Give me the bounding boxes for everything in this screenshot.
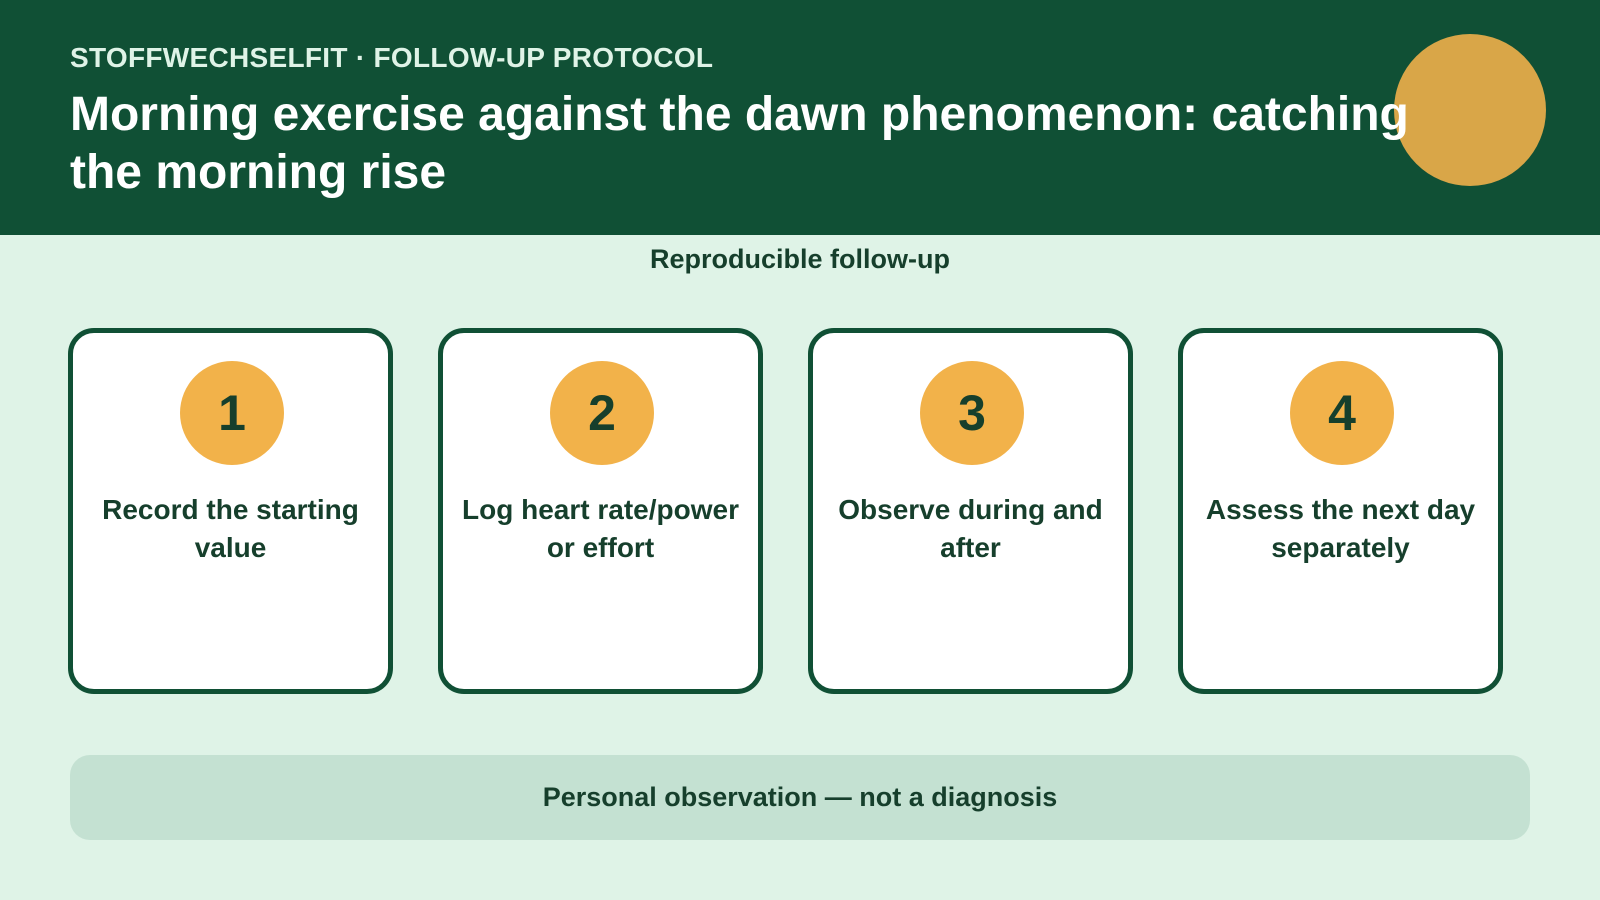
step-label: Observe during and after (838, 494, 1103, 563)
step-card-1: 1 Record the starting value (68, 328, 393, 694)
step-label: Record the starting value (102, 494, 359, 563)
step-number-badge: 4 (1290, 361, 1394, 465)
step-card-4: 4 Assess the next day separately (1178, 328, 1503, 694)
step-card-2: 2 Log heart rate/power or effort (438, 328, 763, 694)
page-title: Morning exercise against the dawn phenom… (70, 88, 1409, 199)
step-number-badge: 3 (920, 361, 1024, 465)
brand-kicker: STOFFWECHSELFIT · FOLLOW-UP PROTOCOL (70, 42, 714, 73)
step-label: Assess the next day separately (1205, 494, 1476, 563)
sun-circle-icon (1394, 34, 1546, 186)
step-card-3: 3 Observe during and after (808, 328, 1133, 694)
section-title: Reproducible follow-up (650, 244, 950, 274)
steps-flow: 1 Record the starting value 2 Log heart … (68, 328, 1503, 694)
disclaimer-note: Personal observation — not a diagnosis (70, 755, 1530, 840)
step-label: Log heart rate/power or effort (462, 494, 739, 563)
header-banner: STOFFWECHSELFIT · FOLLOW-UP PROTOCOL Mor… (0, 0, 1600, 235)
step-number-badge: 2 (550, 361, 654, 465)
step-number-badge: 1 (180, 361, 284, 465)
